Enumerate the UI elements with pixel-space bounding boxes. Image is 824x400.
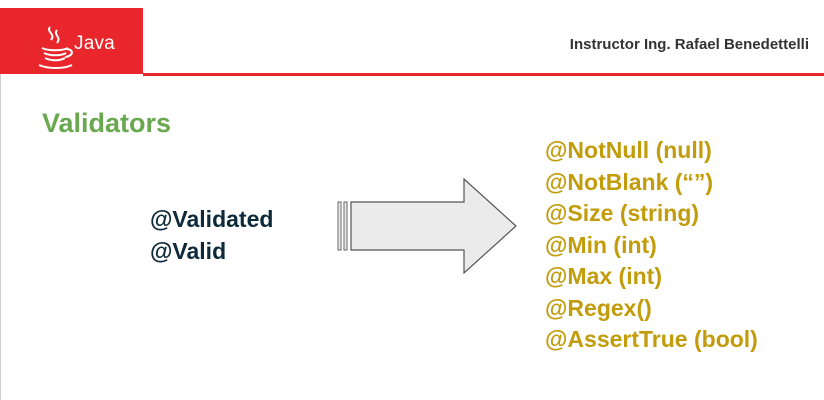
validator-item: @NotBlank (“”)	[545, 168, 714, 195]
validator-item: @Min (int)	[545, 231, 657, 258]
instructor-name: Instructor Ing. Rafael Benedettelli	[569, 36, 809, 53]
validator-item: @Size (string)	[545, 200, 700, 226]
header-rule	[143, 73, 824, 76]
validator-item: @Max (int)	[545, 263, 662, 289]
validator-item: @Regex()	[545, 294, 652, 321]
slide-border	[0, 8, 1, 400]
java-logo-banner	[0, 8, 143, 74]
java-logo-text: Java	[74, 33, 115, 54]
validator-item: @AssertTrue (bool)	[545, 326, 758, 352]
validator-list: @NotNull (null) @NotBlank (“”) @Size (st…	[545, 135, 758, 356]
right-arrow-icon	[337, 178, 517, 274]
validator-item: @NotNull (null)	[545, 137, 712, 163]
annotation-item: @Valid	[150, 238, 227, 264]
annotation-list: @Validated @Valid	[150, 203, 273, 267]
annotation-item: @Validated	[150, 206, 274, 232]
slide-title: Validators	[42, 108, 172, 138]
java-cup-icon	[38, 26, 73, 69]
